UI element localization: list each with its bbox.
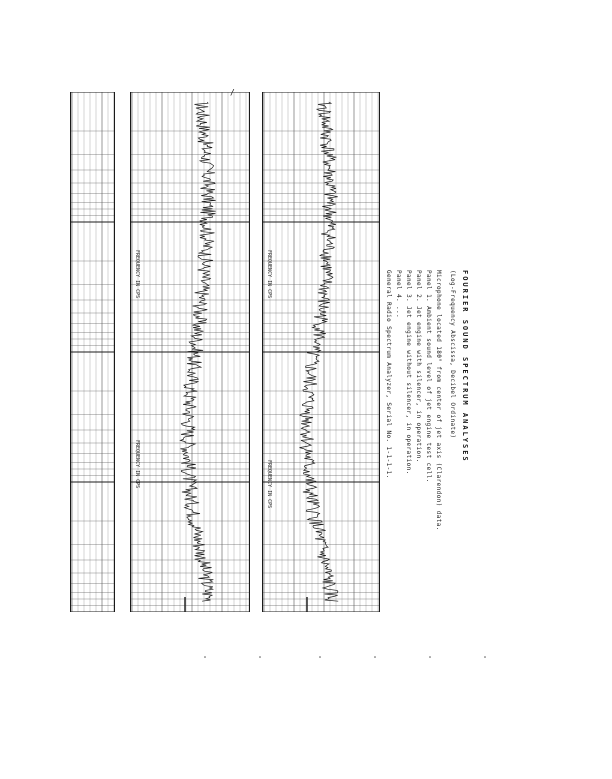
axis-label-frequency: FREQUENCY IN CPS — [134, 440, 140, 489]
caption-line: Panel 3. Jet engine without silencer, in… — [405, 270, 412, 475]
tick-mark: / — [230, 88, 235, 97]
spectrum-trace — [299, 101, 339, 602]
scan-artifact-dots — [204, 656, 486, 658]
grid-lines — [130, 92, 250, 612]
spectrum-strip-left — [70, 92, 115, 612]
spectrum-trace — [179, 101, 216, 602]
grid-lines — [70, 92, 115, 612]
spectrum-chart-left — [70, 92, 115, 612]
spectrum-strip-middle — [130, 92, 250, 612]
axis-label-frequency: FREQUENCY IN CPS — [266, 250, 272, 299]
axis-label-frequency: FREQUENCY IN CPS — [266, 460, 272, 509]
caption-line: Panel 2. Jet engine with silencer, in op… — [415, 270, 422, 463]
figure-caption: FOURIER SOUND SPECTRUM ANALYSES (Log-Fre… — [330, 270, 470, 531]
spectrum-strip-right — [262, 92, 380, 612]
caption-line: Microphone located 180° from center of j… — [435, 270, 442, 531]
caption-subtitle: (Log-Frequency Abscissa, Decibel Ordinat… — [449, 270, 456, 439]
caption-title: FOURIER SOUND SPECTRUM ANALYSES — [461, 270, 469, 463]
caption-line: Panel 1. Ambient sound level of jet engi… — [425, 270, 432, 483]
caption-line: General Radio Spectrum Analyzer, Serial … — [385, 270, 392, 479]
axis-label-frequency: FREQUENCY IN CPS — [134, 250, 140, 299]
caption-line: Panel 4. ... — [395, 270, 402, 319]
spectrum-chart-right — [262, 92, 380, 612]
grid-lines — [262, 92, 380, 612]
spectrum-chart-middle — [130, 92, 250, 612]
